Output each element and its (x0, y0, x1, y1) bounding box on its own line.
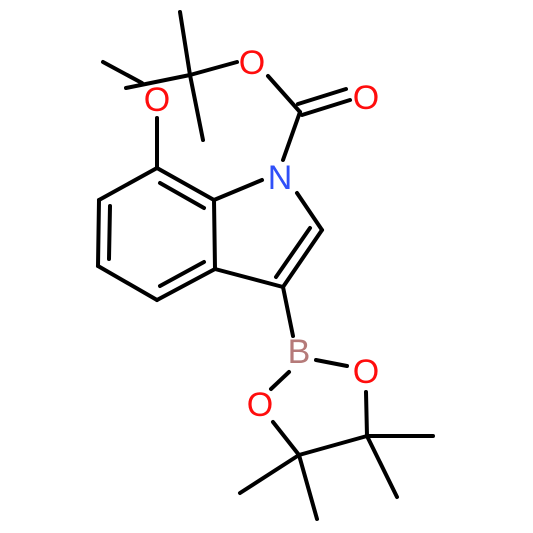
bond (297, 434, 369, 457)
bond (97, 166, 159, 202)
bond (213, 267, 285, 289)
oxygen-boronate-left-label: O (247, 386, 273, 424)
bond (314, 358, 349, 368)
oxygen-methoxy-label: O (144, 81, 170, 119)
oxygen-carbonyl-label: O (353, 79, 379, 117)
bond (107, 204, 112, 261)
bond (274, 226, 312, 279)
bond (178, 10, 192, 77)
nitrogen-label: N (268, 159, 293, 197)
bond (188, 73, 205, 142)
bond (188, 60, 239, 77)
bond (364, 390, 369, 438)
bond-layer (96, 10, 435, 521)
bond (266, 74, 302, 114)
atom-label-layer: O O O N B O O (144, 44, 379, 424)
bond (101, 60, 144, 85)
bond (269, 370, 291, 391)
oxygen-boronate-right-label: O (353, 353, 379, 391)
bond (96, 198, 101, 268)
bond (238, 453, 301, 495)
bond (96, 264, 159, 302)
bond (296, 87, 348, 106)
bond (158, 260, 206, 288)
bond (158, 181, 206, 210)
bond (281, 228, 324, 289)
bond (155, 267, 217, 302)
bond (271, 420, 301, 457)
bond (295, 191, 324, 232)
bond (300, 98, 352, 117)
bond (297, 453, 319, 521)
boron-label: B (288, 333, 311, 371)
bond (281, 110, 302, 162)
bond (281, 285, 295, 338)
oxygen-ester-label: O (239, 44, 265, 82)
bond (365, 434, 399, 499)
bond (124, 73, 192, 90)
bond (212, 178, 264, 202)
bond (212, 198, 217, 271)
bond (155, 166, 216, 202)
